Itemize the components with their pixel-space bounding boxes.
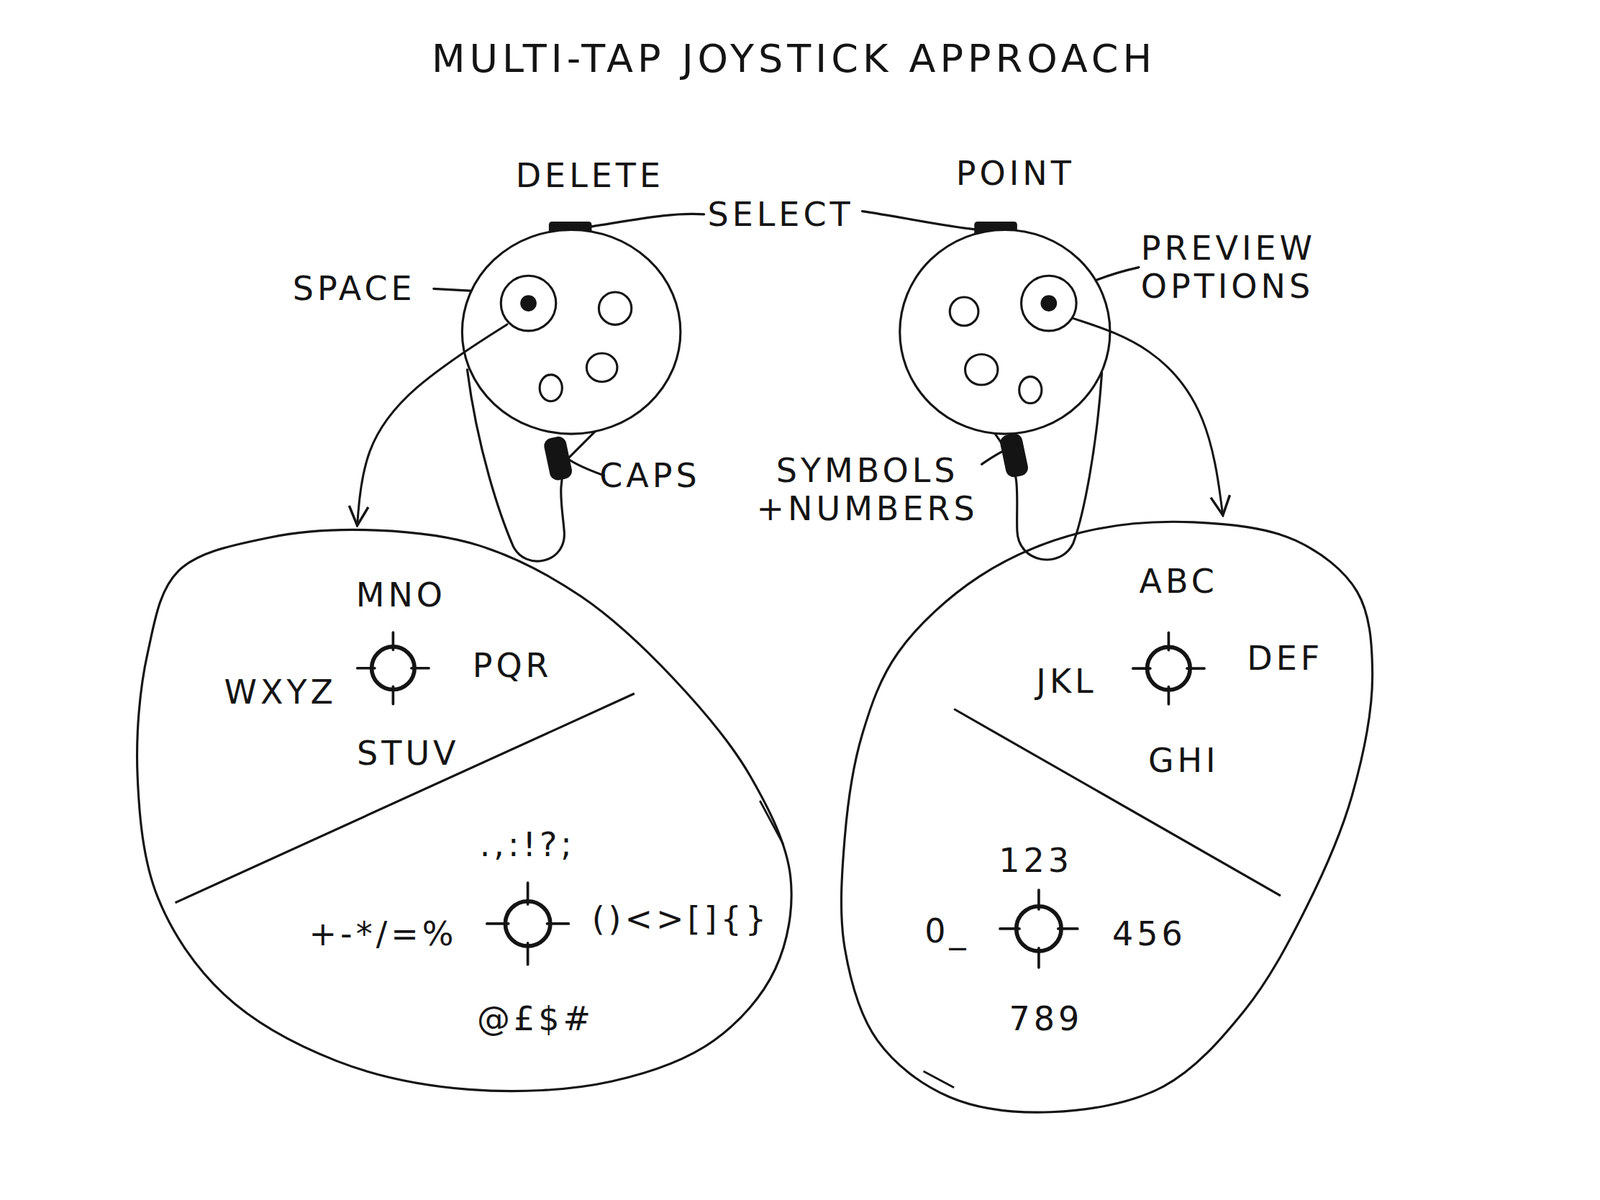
joystick-direction — [391, 632, 395, 650]
controller: DELETE — [453, 216, 684, 569]
controller-head — [900, 229, 1111, 434]
key-group-label: DEF — [1246, 638, 1324, 677]
joystick-symbol — [505, 900, 550, 946]
part-label: PREVIEW OPTIONS — [1141, 229, 1346, 306]
keypad-bubble: MNO PQR STUV WXYZ.,:!?; ()<>[]{} @£$# +-*/=% — [132, 525, 801, 1097]
joystick-direction — [1187, 666, 1205, 670]
bubble-outline — [137, 530, 793, 1092]
face-button — [1019, 376, 1042, 403]
joystick-direction — [525, 882, 529, 905]
key-group-label: ABC — [1139, 562, 1218, 601]
joystick-direction — [487, 922, 509, 926]
part-label: CAPS — [599, 456, 701, 495]
key-group-label: @£$# — [476, 999, 595, 1038]
arrow-connector — [1073, 318, 1224, 516]
key-group-label: STUV — [356, 733, 459, 772]
controller-label: POINT — [956, 154, 1075, 193]
key-group-label: 456 — [1112, 914, 1187, 953]
part-label: SYMBOLS +NUMBERS — [744, 451, 990, 529]
leader-line — [862, 211, 977, 231]
grip-trigger — [998, 431, 1030, 479]
leader-line — [592, 213, 705, 227]
part-label: SPACE — [292, 269, 416, 308]
joystick-direction — [1037, 948, 1041, 968]
key-group-label: ()<>[]{} — [592, 899, 770, 938]
controller-drawing — [453, 216, 684, 569]
joystick-direction — [1132, 666, 1150, 670]
joystick-direction — [1166, 687, 1170, 705]
joystick-direction — [411, 666, 429, 670]
joystick-direction — [391, 687, 395, 705]
band-divider — [175, 693, 635, 903]
sketch-stroke — [760, 800, 785, 845]
face-button — [965, 353, 998, 385]
grip-trigger — [542, 434, 574, 482]
key-group-label: WXYZ — [223, 672, 337, 711]
joystick-direction — [1058, 927, 1078, 931]
bubble-drawing — [132, 525, 801, 1097]
controller-head — [462, 229, 682, 434]
joystick-direction — [356, 666, 375, 670]
joystick-direction — [1037, 889, 1041, 910]
arrow-connector — [357, 324, 508, 526]
bubble-outline — [841, 522, 1373, 1113]
joystick-symbol — [1016, 905, 1062, 951]
face-button — [599, 292, 632, 325]
leader-line — [568, 458, 605, 476]
key-group-label: 123 — [998, 841, 1073, 880]
bubble-drawing — [836, 515, 1378, 1118]
part-label: SELECT — [707, 194, 854, 234]
key-group-label: +-*/=% — [309, 914, 458, 953]
joystick-direction — [525, 943, 529, 965]
joystick-direction — [546, 922, 569, 926]
thumbstick — [1021, 275, 1077, 331]
thumbstick — [500, 275, 557, 331]
sketch-stroke — [923, 1071, 955, 1088]
key-group-label: 789 — [1008, 999, 1083, 1038]
letter-joystick-band: ABCDEFGHIJKL — [979, 551, 1307, 786]
key-group-label: .,:!?; — [479, 825, 576, 865]
number-joystick-band: 123 456 789 0_ — [887, 821, 1205, 1052]
key-group-label: MNO — [356, 575, 447, 614]
face-button — [949, 297, 979, 326]
controller-label: DELETE — [515, 156, 665, 195]
letter-joystick-band: MNO PQR STUV WXYZ — [204, 571, 634, 796]
key-group-label: PQR — [472, 646, 553, 685]
joystick-symbol — [1146, 646, 1190, 690]
thumbstick-dot — [1041, 294, 1058, 312]
key-group-label: GHI — [1148, 741, 1220, 780]
joystick-direction — [1166, 632, 1170, 650]
joystick-direction — [1000, 927, 1020, 931]
symbol-joystick-band: .,:!?; ()<>[]{} @£$# +-*/=% — [204, 816, 807, 1062]
band-divider — [953, 709, 1281, 897]
key-group-label: 0_ — [924, 911, 970, 950]
keypad-bubble: ABC DEF GHI JKL 123 456 789 0_ — [836, 515, 1378, 1118]
thumbstick-dot — [520, 294, 537, 312]
face-button — [587, 353, 618, 383]
diagram-title: MULTI-TAP JOYSTICK APPROACH — [431, 36, 1157, 82]
joystick-symbol — [371, 646, 415, 690]
face-button — [539, 374, 562, 402]
key-group-label: JKL — [1035, 662, 1097, 701]
